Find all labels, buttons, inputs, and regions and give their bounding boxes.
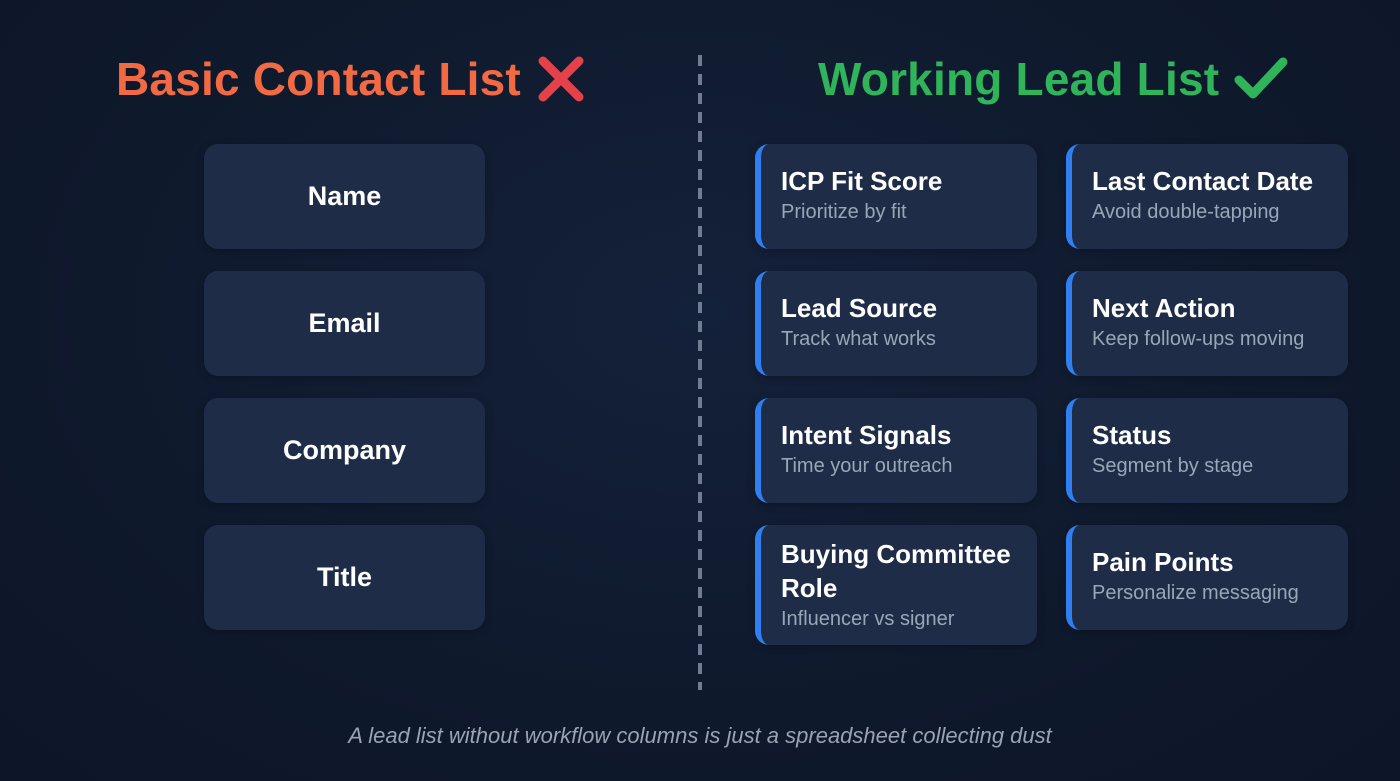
- basic-field-card-title: Title: [204, 525, 485, 630]
- lead-field-title: Intent Signals: [781, 420, 952, 450]
- basic-contact-list-heading: Basic Contact List: [116, 52, 587, 106]
- basic-contact-list-title: Basic Contact List: [116, 53, 521, 105]
- basic-field-label: Company: [282, 435, 407, 465]
- lead-field-subtitle: Avoid double-tapping: [1092, 201, 1280, 223]
- lead-field-card-last-contact-date: Last Contact Date Avoid double-tapping: [1066, 144, 1348, 249]
- lead-field-card-pain-points: Pain Points Personalize messaging: [1066, 525, 1348, 630]
- working-lead-list-title: Working Lead List: [818, 53, 1220, 105]
- basic-field-label: Email: [308, 308, 381, 338]
- lead-field-card-intent-signals: Intent Signals Time your outreach: [755, 398, 1037, 503]
- lead-field-title: Last Contact Date: [1092, 166, 1314, 196]
- lead-field-subtitle: Segment by stage: [1092, 455, 1254, 477]
- basic-field-label: Name: [307, 181, 382, 211]
- lead-field-card-buying-committee-role: Buying Committee Role Influencer vs sign…: [755, 525, 1037, 645]
- lead-field-title: ICP Fit Score: [781, 166, 943, 196]
- basic-field-card-email: Email: [204, 271, 485, 376]
- basic-field-label: Title: [316, 562, 372, 592]
- lead-field-subtitle: Track what works: [781, 328, 936, 350]
- lead-field-subtitle: Personalize messaging: [1092, 582, 1299, 604]
- lead-field-title: Pain Points: [1092, 547, 1234, 577]
- dashed-divider: [698, 55, 702, 690]
- cross-mark-icon: [535, 53, 587, 105]
- lead-field-title: Next Action: [1092, 293, 1236, 323]
- working-lead-list-heading: Working Lead List: [818, 52, 1289, 106]
- lead-field-title: Status: [1092, 420, 1172, 450]
- lead-field-subtitle: Time your outreach: [781, 455, 953, 477]
- basic-field-card-name: Name: [204, 144, 485, 249]
- check-mark-icon: [1233, 56, 1289, 102]
- lead-field-card-status: Status Segment by stage: [1066, 398, 1348, 503]
- lead-field-title: Buying Committee Role: [781, 539, 1011, 603]
- lead-field-subtitle: Keep follow-ups moving: [1092, 328, 1305, 350]
- lead-field-card-next-action: Next Action Keep follow-ups moving: [1066, 271, 1348, 376]
- lead-field-card-icp-fit-score: ICP Fit Score Prioritize by fit: [755, 144, 1037, 249]
- lead-field-card-lead-source: Lead Source Track what works: [755, 271, 1037, 376]
- lead-field-subtitle: Prioritize by fit: [781, 201, 907, 223]
- lead-field-subtitle: Influencer vs signer: [781, 608, 955, 630]
- basic-field-card-company: Company: [204, 398, 485, 503]
- caption: A lead list without workflow columns is …: [348, 723, 1052, 748]
- lead-field-title: Lead Source: [781, 293, 938, 323]
